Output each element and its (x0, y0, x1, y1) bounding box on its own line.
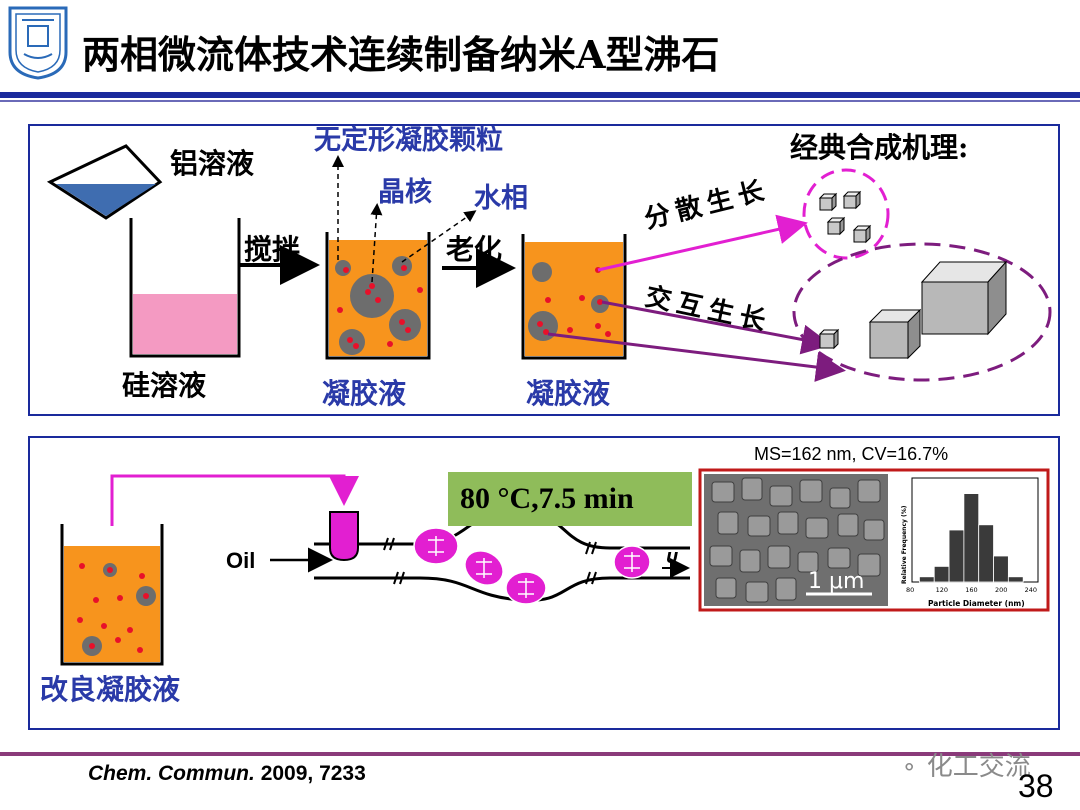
citation-reference: 2009, 7233 (260, 762, 366, 785)
large-crystal-cubes (868, 260, 1008, 360)
histogram-bar (993, 555, 1009, 583)
particle-size-histogram: 80 120 160 200 240 (906, 477, 1039, 594)
histogram-bar (948, 529, 965, 583)
silicon-solution-beaker (129, 218, 241, 358)
aging-label: 老化 (446, 233, 503, 266)
histogram-tick-label: 120 (936, 586, 948, 594)
citation-journal: Chem. Commun. (88, 762, 255, 785)
histogram-tick-label: 160 (965, 586, 977, 594)
watermark-text: 化工交流 (926, 752, 1031, 782)
modified-gel-label: 改良凝胶液 (40, 673, 181, 706)
feed-line (110, 474, 359, 526)
gel-label-2: 凝胶液 (526, 377, 611, 410)
interactive-growth-ellipse (792, 242, 1052, 382)
silicon-solution-label: 硅溶液 (122, 369, 207, 402)
dispersed-growth-ellipse (802, 168, 890, 260)
interactive-growth-arrow-1 (601, 300, 832, 355)
amorphous-gel-label: 无定形凝胶颗粒 (314, 125, 503, 156)
aqueous-phase-label: 水相 (474, 183, 528, 214)
sem-texture (709, 477, 885, 603)
histogram-bar (919, 576, 935, 583)
conditions-label: 80 °C,7.5 min (460, 482, 634, 515)
histogram-bar (978, 524, 994, 583)
crystal-nucleus-label: 晶核 (378, 177, 432, 208)
histogram-ylabel: Relative Frequency (%) (901, 505, 908, 584)
header-divider-thin (0, 100, 1080, 102)
histogram-xlabel: Particle Diameter (nm) (928, 599, 1025, 608)
page-number: 38 (1018, 768, 1054, 804)
oil-label: Oil (226, 548, 256, 573)
modified-gel-beaker (60, 524, 164, 666)
histogram-tick-label: 240 (1025, 586, 1037, 594)
velocity-label: U (666, 549, 678, 567)
aqueous-pointer (401, 210, 477, 263)
stir-label: 搅拌 (244, 233, 301, 266)
droplet-flow-marks (428, 536, 640, 598)
channel-breaks (383, 537, 597, 585)
watermark: ⚬ 化工交流 (900, 746, 1031, 783)
header-divider (0, 92, 1080, 98)
synthesis-mechanism-panel (28, 124, 1060, 416)
small-crystal-cubes (818, 190, 872, 350)
inlet-nozzle (329, 511, 359, 562)
conditions-box (448, 472, 692, 526)
histogram-bar (933, 566, 950, 583)
histogram-tick-label: 80 (906, 586, 914, 594)
citation: Chem. Commun. 2009, 7233 (88, 762, 366, 786)
microfluidic-process-panel (28, 436, 1060, 730)
dispersed-growth-arrow (597, 214, 808, 272)
interactive-growth-arrow-2 (547, 332, 846, 382)
nucleus-pointer (370, 203, 383, 283)
scale-bar-label: 1 μm (808, 569, 864, 594)
histogram-bar (1007, 576, 1024, 583)
classic-mechanism-label: 经典合成机理: (790, 131, 969, 164)
gel-droplets (413, 527, 651, 605)
wechat-icon: ⚬ (900, 756, 919, 781)
page-title: 两相微流体技术连续制备纳米A型沸石 (82, 32, 720, 77)
university-logo (8, 6, 68, 80)
gel-label-1: 凝胶液 (322, 377, 407, 410)
gel-beaker-1 (325, 232, 431, 360)
footer-divider (0, 752, 1080, 756)
histogram-bar (963, 493, 980, 583)
aluminum-solution-label: 铝溶液 (170, 147, 255, 180)
ms-cv-label: MS=162 nm, CV=16.7% (754, 444, 949, 464)
histogram-tick-label: 200 (995, 586, 1007, 594)
aluminum-solution-container (46, 144, 163, 220)
